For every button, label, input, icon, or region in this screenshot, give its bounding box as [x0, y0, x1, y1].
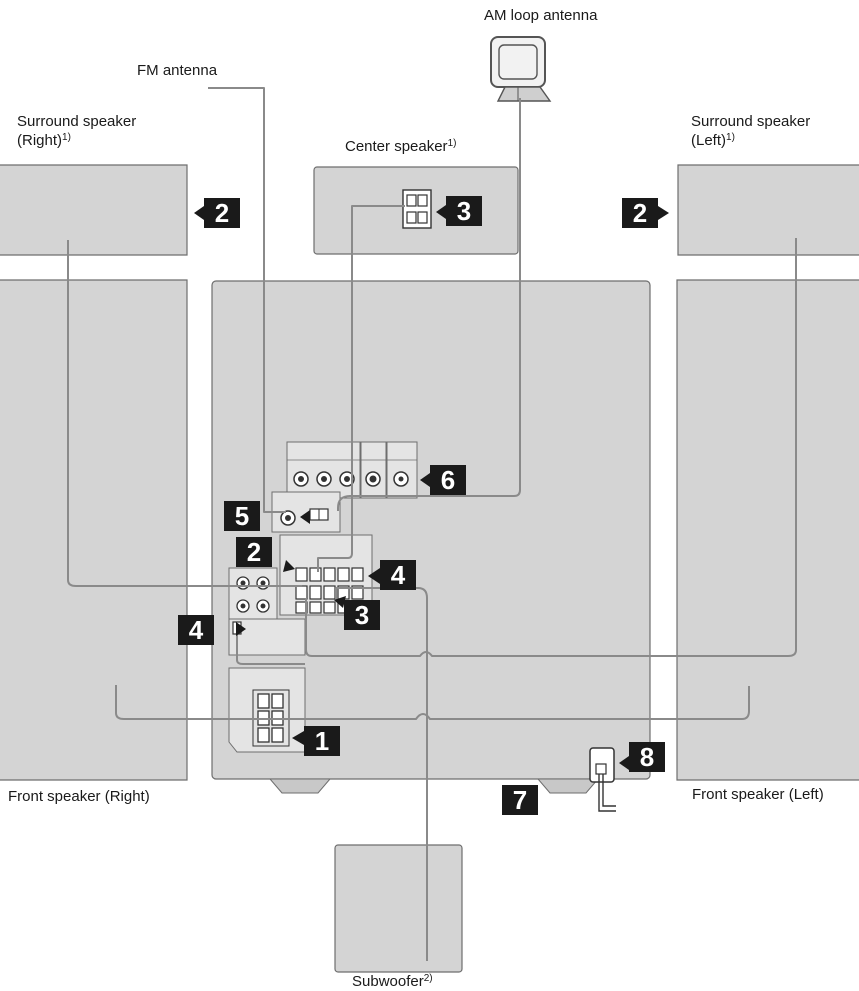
callout-sub-connector: 4: [178, 615, 214, 645]
am-antenna-cable: [337, 98, 521, 511]
surround-right-cable: [67, 240, 302, 587]
front-speaker-left-box: [676, 279, 859, 781]
front-speaker-right-label: Front speaker (Right): [8, 788, 150, 805]
callout-front-terminals: 1: [304, 726, 340, 756]
subwoofer-box: [334, 844, 463, 973]
surround-left-footnote: 1): [726, 132, 735, 143]
callout-foot: 7: [502, 785, 538, 815]
surround-speaker-right-box: [0, 164, 188, 256]
am-loop-antenna-icon: [490, 36, 552, 102]
subwoofer-label: Subwoofer2): [352, 973, 433, 990]
callout-antenna-jack: 6: [430, 465, 466, 495]
center-speaker-cable: [317, 205, 405, 572]
subwoofer-cable: [335, 587, 428, 961]
cables: [67, 87, 797, 961]
callout-surround-left: 2: [622, 198, 658, 228]
front-speaker-terminal-panel: [228, 667, 306, 753]
sub-connector-panel: [228, 618, 306, 656]
front-speaker-cable: [115, 685, 750, 720]
front-speaker-right-box: [0, 279, 188, 781]
surround-left-label: Surround speaker (Left)1): [691, 113, 811, 149]
center-speaker-label: Center speaker1): [345, 138, 457, 155]
antenna-jack-panel: [286, 441, 418, 499]
subwoofer-footnote: 2): [423, 973, 433, 984]
callout-arrows: [194, 205, 669, 770]
am-loop-antenna-label: AM loop antenna: [484, 7, 598, 24]
center-footnote: 1): [447, 138, 457, 149]
sub-connector-cable: [236, 631, 305, 665]
surround-speaker-left-box: [677, 164, 859, 256]
unit-foot-right: [536, 778, 600, 794]
callout-center-speaker: 3: [446, 196, 482, 226]
callout-surround-terminals: 2: [236, 537, 272, 567]
surround-right-label: Surround speaker (Right)1): [17, 113, 137, 149]
callout-power-cord: 8: [629, 742, 665, 772]
center-speaker-terminal: [402, 189, 432, 229]
main-unit-back-panel: [211, 280, 651, 780]
surround-right-footnote: 1): [62, 132, 71, 143]
speaker-terminal-panel: [228, 534, 373, 624]
callout-center-terminals: 4: [380, 560, 416, 590]
power-cord-icon: [589, 747, 616, 812]
unit-foot-left: [268, 778, 332, 794]
callout-center-terminals-lower: 3: [344, 600, 380, 630]
callout-surround-right: 2: [204, 198, 240, 228]
front-speaker-left-label: Front speaker (Left): [692, 786, 824, 803]
callout-fm-jack: 5: [224, 501, 260, 531]
fm-antenna-label: FM antenna: [137, 62, 218, 79]
fm-antenna-cable: [208, 87, 286, 513]
